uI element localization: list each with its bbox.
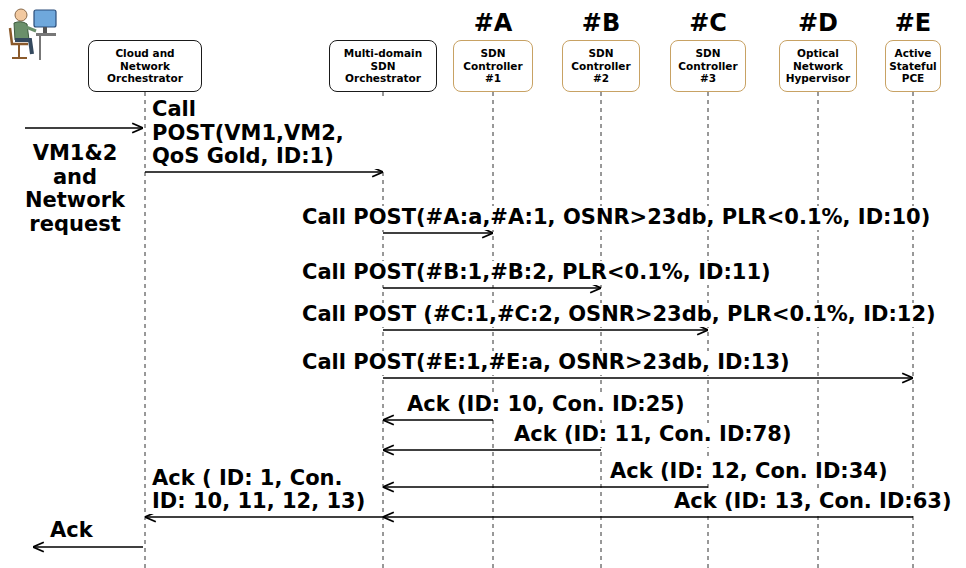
box-label: SDN Controller #1 bbox=[457, 47, 529, 85]
message-arrow bbox=[383, 329, 708, 331]
controller-box: #ASDN Controller #1 bbox=[453, 40, 533, 92]
user-legs bbox=[15, 40, 32, 54]
message-label: Ack (ID: 13, Con. ID:63) bbox=[672, 490, 954, 514]
lifeline bbox=[145, 92, 146, 568]
message-label: Call POST(#A:a,#A:1, OSNR>23db, PLR<0.1%… bbox=[300, 206, 932, 230]
message-label: Call POST(VM1,VM2, QoS Gold, ID:1) bbox=[150, 98, 386, 169]
box-label: SDN Controller #2 bbox=[566, 47, 636, 85]
message-arrow bbox=[383, 449, 601, 451]
message-label: Ack (ID: 11, Con. ID:78) bbox=[512, 423, 794, 447]
user-head bbox=[15, 9, 27, 21]
chair-post bbox=[18, 44, 20, 58]
message-label: Ack ( ID: 1, Con. ID: 10, 11, 12, 13) bbox=[150, 467, 378, 514]
domain-tag: #D bbox=[798, 10, 838, 36]
hypervisor-box: #DOptical Network Hypervisor bbox=[779, 40, 857, 92]
message-label: Call POST(#E:1,#E:a, OSNR>23db, ID:13) bbox=[300, 351, 792, 375]
message-arrow bbox=[145, 171, 383, 173]
message-label: Call POST (#C:1,#C:2, OSNR>23db, PLR<0.1… bbox=[300, 303, 938, 327]
monitor-stand bbox=[43, 27, 47, 33]
reply-note: Ack bbox=[48, 519, 95, 543]
message-arrow bbox=[383, 516, 913, 518]
domain-tag: #B bbox=[582, 10, 620, 36]
request-arrow bbox=[25, 127, 143, 129]
box-label: Cloud and Network Orchestrator bbox=[92, 47, 198, 85]
box-label: SDN Controller #3 bbox=[674, 47, 742, 85]
message-label: Ack (ID: 12, Con. ID:34) bbox=[608, 460, 890, 484]
monitor-screen bbox=[34, 10, 56, 27]
orchestrator-box: Cloud and Network Orchestrator bbox=[88, 40, 202, 92]
user-icon bbox=[10, 9, 56, 60]
domain-tag: #C bbox=[689, 10, 727, 36]
orchestrator-box: Multi-domain SDN Orchestrator bbox=[329, 40, 437, 92]
domain-tag: #E bbox=[895, 10, 932, 36]
chair bbox=[10, 28, 28, 44]
pce-box: #EActive Stateful PCE bbox=[885, 40, 941, 92]
message-arrow bbox=[383, 377, 913, 379]
chair-base bbox=[12, 57, 27, 59]
user-arm bbox=[26, 27, 36, 31]
box-label: Active Stateful PCE bbox=[889, 47, 937, 85]
box-label: Optical Network Hypervisor bbox=[783, 47, 853, 85]
desk-top bbox=[36, 33, 56, 36]
message-arrow bbox=[145, 516, 383, 518]
domain-tag: #A bbox=[474, 10, 513, 36]
request-note: VM1&2 and Network request bbox=[16, 142, 134, 236]
message-arrow bbox=[383, 232, 493, 234]
controller-box: #CSDN Controller #3 bbox=[670, 40, 746, 92]
message-arrow bbox=[383, 486, 708, 488]
box-label: Multi-domain SDN Orchestrator bbox=[333, 47, 433, 85]
user-body bbox=[14, 22, 29, 40]
message-label: Call POST(#B:1,#B:2, PLR<0.1%, ID:11) bbox=[300, 261, 773, 285]
desk-leg bbox=[39, 36, 41, 60]
message-label: Ack (ID: 10, Con. ID:25) bbox=[405, 393, 687, 417]
controller-box: #BSDN Controller #2 bbox=[562, 40, 640, 92]
message-arrow bbox=[383, 287, 601, 289]
reply-arrow bbox=[33, 546, 143, 548]
message-arrow bbox=[383, 419, 493, 421]
